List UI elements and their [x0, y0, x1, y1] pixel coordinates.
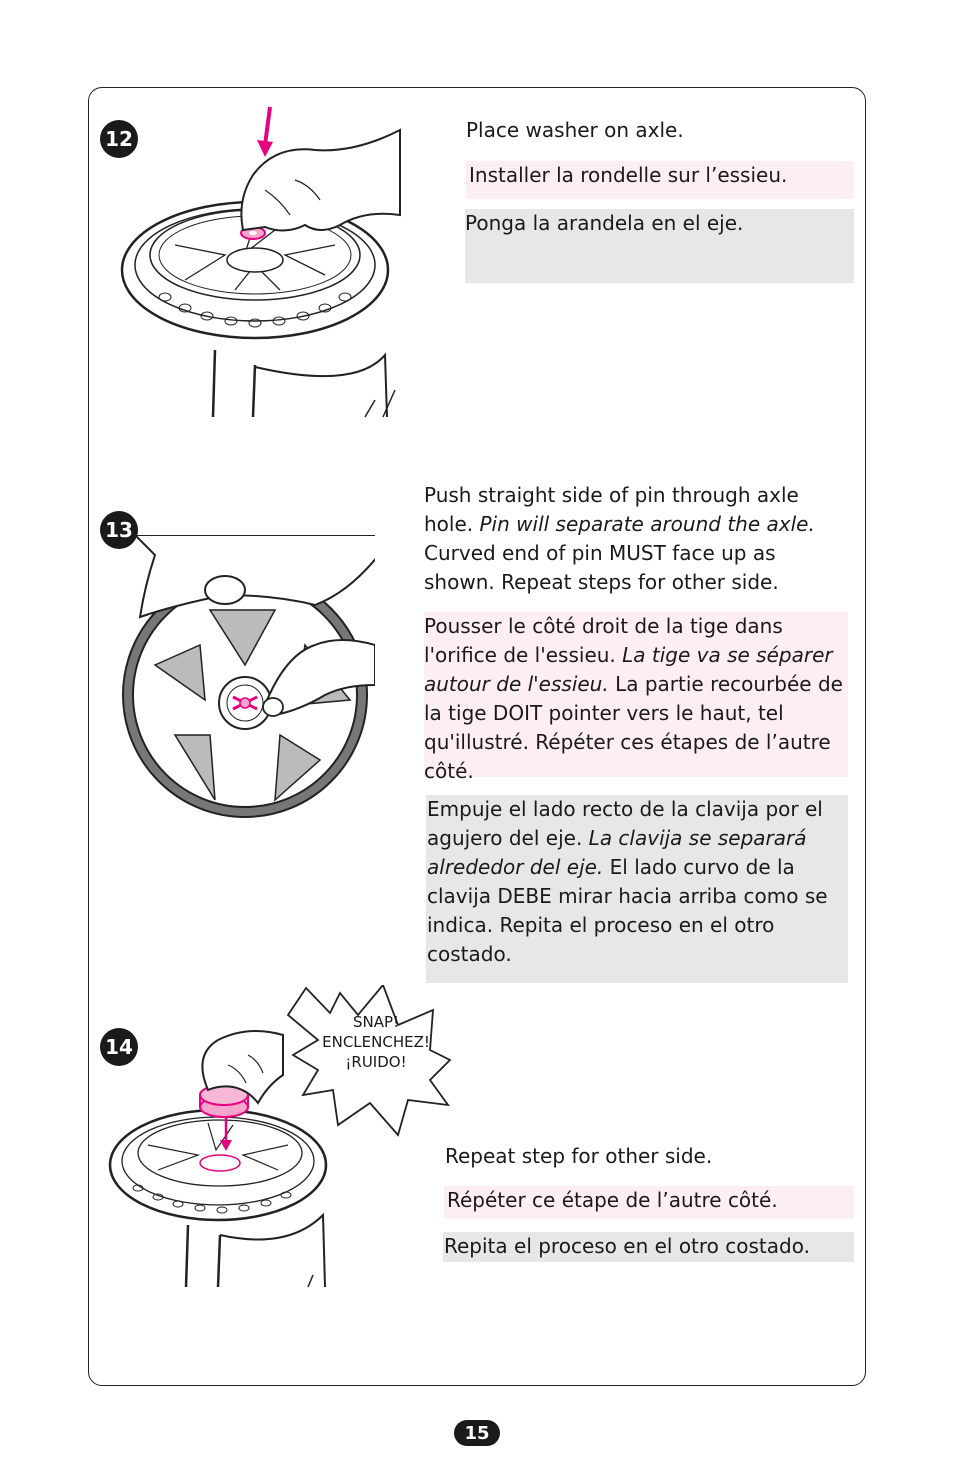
page-number: 15: [454, 1420, 500, 1446]
step-12-text-en: Place washer on axle.: [466, 118, 684, 142]
callout-line-en: SNAP!: [352, 1013, 400, 1031]
step-13-text-fr: Pousser le côté droit de la tige dans l'…: [424, 612, 848, 783]
step-12-illustration: [120, 106, 401, 418]
snap-callout-text: SNAP! ENCLENCHEZ! ¡RUIDO!: [300, 1012, 452, 1072]
step-14-illustration: [108, 985, 452, 1288]
callout-line-fr: ENCLENCHEZ!: [322, 1033, 430, 1051]
step-13-number: 13: [100, 511, 138, 549]
step-13-illustration: [122, 535, 375, 818]
step-13-text-en: Push straight side of pin through axle h…: [424, 483, 815, 594]
step-12-text-es: Ponga la arandela en el eje.: [465, 209, 854, 283]
step-14-text-en: Repeat step for other side.: [445, 1144, 713, 1168]
callout-line-es: ¡RUIDO!: [345, 1053, 407, 1071]
step-14-text-fr: Répéter ce étape de l’autre côté.: [444, 1186, 854, 1219]
step-12-text-fr: Installer la rondelle sur l’essieu.: [466, 161, 854, 199]
step-13-text-es: Empuje el lado recto de la clavija por e…: [426, 795, 848, 983]
instruction-frame: [88, 87, 866, 1386]
step-14-number: 14: [100, 1028, 138, 1066]
step-14-text-es: Repita el proceso en el otro costado.: [443, 1232, 854, 1262]
step-12-number: 12: [100, 120, 138, 158]
